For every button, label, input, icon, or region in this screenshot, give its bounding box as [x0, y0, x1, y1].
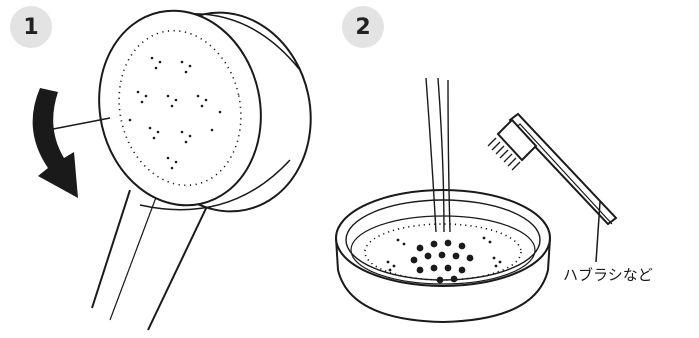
shower-head-illustration [48, 0, 329, 330]
shower-handle-inner-line [110, 192, 158, 320]
shower-handle-left-edge [92, 190, 130, 308]
shower-handle-right-edge [148, 200, 210, 330]
filter-cap-rim [336, 190, 550, 286]
toothbrush-callout-label: ハブラシなど [563, 264, 653, 285]
curved-arrow-icon [33, 88, 78, 198]
